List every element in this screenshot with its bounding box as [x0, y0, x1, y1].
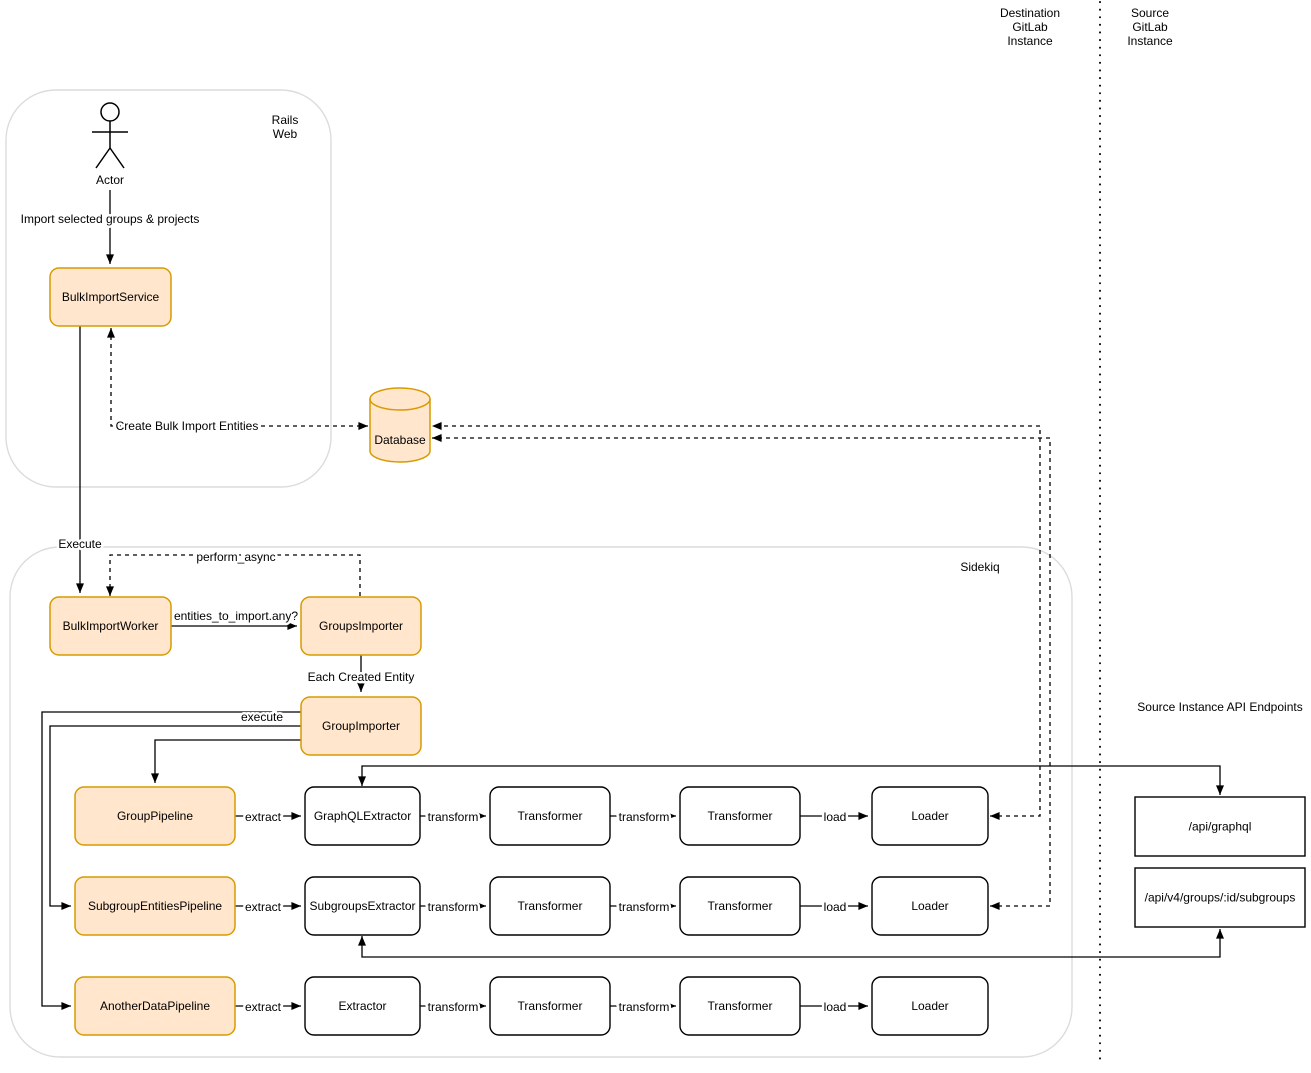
source-lane-line2: GitLab	[1132, 20, 1168, 34]
destination-lane-line3: Instance	[1007, 34, 1053, 48]
edge-loader1-database	[432, 422, 1041, 820]
database-label: Database	[374, 433, 426, 447]
transformer-1-row1-label: Transformer	[518, 809, 583, 823]
node-transformer-1-row2	[489, 876, 611, 936]
source-lane-line3: Instance	[1127, 34, 1173, 48]
extractor-label: Extractor	[338, 999, 386, 1013]
group-pipeline-label: GroupPipeline	[117, 809, 193, 823]
transformer-2-row3-label: Transformer	[708, 999, 773, 1013]
node-transformer-1-row1	[489, 786, 611, 846]
api-subgroups-endpoint-box	[1134, 867, 1306, 928]
edge-groupimporter-to-subgroupentitiespipeline	[49, 725, 301, 910]
node-loader-row1	[871, 786, 989, 846]
actor-figure	[92, 102, 128, 169]
transform-2-row1-edge-label: transform	[619, 810, 670, 824]
edge-groupimporter-to-anotherdatapipeline	[41, 711, 301, 1010]
perform-async-edge-label: perform_async	[196, 550, 275, 564]
edge-create-bulk-import-entities	[107, 328, 368, 430]
api-subgroups-endpoint-label: /api/v4/groups/:id/subgroups	[1145, 891, 1296, 905]
subgroups-extractor-label: SubgroupsExtractor	[309, 899, 415, 913]
database-cylinder	[369, 387, 431, 463]
rails-web-container	[5, 89, 332, 488]
destination-lane-line2: GitLab	[1012, 20, 1048, 34]
actor-label: Actor	[96, 173, 124, 187]
bulk-import-worker-label: BulkImportWorker	[63, 619, 159, 633]
node-transformer-2-row3	[679, 976, 801, 1036]
node-transformer-1-row3	[489, 976, 611, 1036]
transform-2-row3-edge-label: transform	[619, 1000, 670, 1014]
rails-label: Rails	[272, 113, 299, 127]
node-another-data-pipeline	[74, 976, 236, 1036]
source-lane-line1: Source	[1131, 6, 1169, 20]
execute-edge-label: Execute	[58, 537, 102, 551]
edge-groupimporter-to-grouppipeline	[151, 739, 301, 783]
create-entities-edge-label: Create Bulk Import Entities	[116, 419, 259, 433]
destination-lane-line1: Destination	[1000, 6, 1060, 20]
node-loader-row3	[871, 976, 989, 1036]
transform-1-row2-edge-label: transform	[428, 900, 479, 914]
node-loader-row2	[871, 876, 989, 936]
node-bulk-import-worker	[49, 596, 172, 656]
node-group-pipeline	[74, 786, 236, 846]
node-bulk-import-service	[49, 267, 172, 327]
load-row3-edge-label: load	[824, 1000, 847, 1014]
source-instance-label: Source GitLab Instance	[1127, 6, 1173, 48]
transformer-2-row1-label: Transformer	[708, 809, 773, 823]
group-importer-label: GroupImporter	[322, 719, 400, 733]
entities-check-edge-label: entities_to_import.any?	[174, 609, 298, 623]
loader-row2-label: Loader	[911, 899, 948, 913]
transformer-1-row3-label: Transformer	[518, 999, 583, 1013]
api-endpoints-title: Source Instance API Endpoints	[1137, 700, 1302, 714]
bulk-import-service-label: BulkImportService	[62, 290, 160, 304]
transform-2-row2-edge-label: transform	[619, 900, 670, 914]
rails-web-container-label: Rails Web	[272, 113, 299, 141]
loader-row3-label: Loader	[911, 999, 948, 1013]
node-subgroups-extractor	[304, 876, 421, 936]
node-graphql-extractor	[304, 786, 421, 846]
extract-row3-label: extract	[245, 1000, 282, 1014]
transform-1-row3-edge-label: transform	[428, 1000, 479, 1014]
execute-lower-edge-label: execute	[241, 710, 283, 724]
api-graphql-endpoint-label: /api/graphql	[1189, 820, 1252, 834]
transformer-1-row2-label: Transformer	[518, 899, 583, 913]
subgroup-entities-pipeline-label: SubgroupEntitiesPipeline	[88, 899, 222, 913]
node-groups-importer	[300, 596, 422, 656]
transform-1-row1-edge-label: transform	[428, 810, 479, 824]
loader-row1-label: Loader	[911, 809, 948, 823]
transformer-2-row2-label: Transformer	[708, 899, 773, 913]
another-data-pipeline-label: AnotherDataPipeline	[100, 999, 210, 1013]
graphql-extractor-label: GraphQLExtractor	[314, 809, 411, 823]
import-selected-edge-label: Import selected groups & projects	[21, 212, 200, 226]
node-subgroup-entities-pipeline	[74, 876, 236, 936]
each-created-entity-edge-label: Each Created Entity	[308, 670, 415, 684]
node-transformer-2-row1	[679, 786, 801, 846]
load-row1-edge-label: load	[824, 810, 847, 824]
api-graphql-endpoint-box	[1134, 796, 1306, 857]
destination-instance-label: Destination GitLab Instance	[1000, 6, 1060, 48]
load-row2-edge-label: load	[824, 900, 847, 914]
node-extractor	[304, 976, 421, 1036]
groups-importer-label: GroupsImporter	[319, 619, 403, 633]
edge-subgroupsextractor-to-subgroups-endpoint	[358, 929, 1224, 958]
sidekiq-container-label: Sidekiq	[960, 560, 999, 574]
extract-row2-label: extract	[245, 900, 282, 914]
extract-row1-label: extract	[245, 810, 282, 824]
node-transformer-2-row2	[679, 876, 801, 936]
web-label: Web	[273, 127, 298, 141]
node-group-importer	[300, 696, 422, 756]
